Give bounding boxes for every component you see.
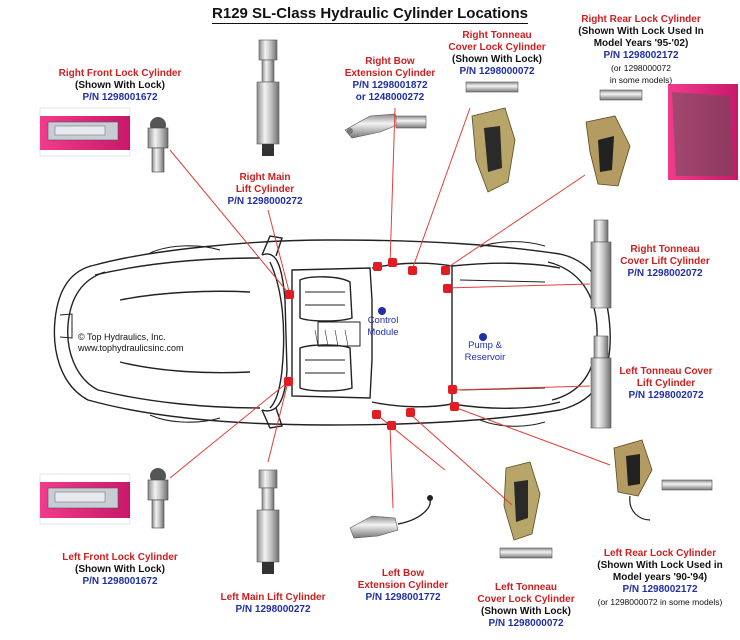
module-text: Module [367,327,399,338]
website-text: www.tophydraulicsinc.com [78,343,184,353]
left-rear-lock-photo [613,439,713,521]
part-number-alt: (or 1298000072 [610,63,672,73]
part-number-alt: in some models) [609,75,673,85]
part-name: Extension Cylinder [357,580,449,591]
left-front-lock-photo [39,468,169,529]
part-name: Cover Lock Cylinder [448,42,546,53]
right-tonneau-lock-photo [465,81,519,193]
label-right-rear-lock: Right Rear Lock Cylinder (Shown With Loc… [556,14,726,86]
right-tonneau-lift-photo [590,219,612,309]
label-left-front-lock: Left Front Lock Cylinder (Shown With Loc… [30,552,210,588]
marker-right-bow-a [373,262,382,271]
part-name: Right Front Lock Cylinder [58,68,182,79]
part-note: Model Years '95-'02) [593,38,689,49]
control-module-dot [378,307,386,315]
copyright-block: © Top Hydraulics, Inc. www.tophydraulics… [78,332,184,354]
part-name: Cover Lock Cylinder [477,594,575,605]
part-number: P/N 1298001872 [352,80,428,91]
marker-left-bow [372,410,381,419]
part-number-alt: or 1248000272 [355,92,425,103]
label-left-tonneau-lock: Left Tonneau Cover Lock Cylinder (Shown … [466,582,586,630]
part-name: Right Tonneau [630,244,700,255]
right-bow-extension-photo [344,113,427,139]
module-text: Control [367,315,399,326]
part-name: Cover Lift Cylinder [620,256,710,267]
part-name: Left Tonneau [494,582,558,593]
part-number: P/N 1298001672 [82,576,158,587]
label-right-tonneau-lock: Right Tonneau Cover Lock Cylinder (Shown… [432,30,562,78]
part-number: P/N 1298002172 [622,584,698,595]
part-number: P/N 1298000072 [488,618,564,629]
marker-right-tonneau-lock [408,266,417,275]
part-name: Lift Cylinder [636,378,696,389]
marker-right-main [285,290,294,299]
left-tonneau-lock-photo [499,461,553,559]
copyright-text: © Top Hydraulics, Inc. [78,332,166,342]
part-name: Right Bow [365,56,415,67]
part-name: Left Front Lock Cylinder [62,552,178,563]
label-left-rear-lock: Left Rear Lock Cylinder (Shown With Lock… [584,548,736,608]
part-number: P/N 1298001672 [82,92,158,103]
label-control-module: Control Module [350,315,416,339]
part-name: Right Main [239,172,291,183]
part-number: P/N 1298002072 [628,390,704,401]
part-name: Lift Cylinder [235,184,295,195]
part-name: Left Tonneau Cover [619,366,713,377]
part-number-alt: (or 1298000072 in some models) [597,597,723,607]
marker-left-rear-lock [450,402,459,411]
part-number: P/N 1298002072 [627,268,703,279]
left-bow-extension-photo [349,495,433,539]
label-right-bow-extension: Right Bow Extension Cylinder P/N 1298001… [330,56,450,104]
right-main-lift-cylinder-photo [256,39,280,156]
part-number: P/N 1298001772 [365,592,441,603]
module-text: Pump & [468,340,502,351]
part-note: (Shown With Lock Used in [597,560,723,571]
label-right-main-lift: Right Main Lift Cylinder P/N 1298000272 [205,172,325,208]
marker-right-tonneau-lift [443,284,452,293]
module-text: Reservoir [464,352,506,363]
part-note: Model years '90-'94) [612,572,708,583]
part-name: Left Bow [381,568,425,579]
part-note: (Shown With Lock) [481,606,571,617]
marker-right-bow-b [388,258,397,267]
part-note: (Shown With Lock Used In [578,26,704,37]
diagram-title: R129 SL-Class Hydraulic Cylinder Locatio… [212,5,528,24]
left-tonneau-lift-photo [590,335,612,429]
part-name: Right Rear Lock Cylinder [581,14,701,25]
part-name: Right Tonneau [462,30,532,41]
marker-left-tonneau-lift [448,385,457,394]
right-rear-lock-photo [585,84,738,187]
right-front-lock-photo [39,107,195,174]
label-left-bow-extension: Left Bow Extension Cylinder P/N 12980017… [338,568,468,604]
part-note: (Shown With Lock) [75,80,165,91]
part-name: Left Main Lift Cylinder [220,592,326,603]
label-pump-reservoir: Pump & Reservoir [452,340,518,364]
part-number: P/N 1298000272 [227,196,303,207]
marker-left-main [284,377,293,386]
part-note: (Shown With Lock) [452,54,542,65]
part-note: (Shown With Lock) [75,564,165,575]
cylinder-markers [284,258,459,430]
marker-right-rear-lock [441,266,450,275]
marker-left-bow-b [387,421,396,430]
leader-lines [169,107,611,509]
part-name: Extension Cylinder [344,68,436,79]
left-main-lift-cylinder-photo [256,469,280,574]
part-name: Left Rear Lock Cylinder [603,548,717,559]
label-left-main-lift: Left Main Lift Cylinder P/N 1298000272 [198,592,348,616]
pump-reservoir-dot [479,333,487,341]
part-number: P/N 1298000072 [459,66,535,77]
label-left-tonneau-lift: Left Tonneau Cover Lift Cylinder P/N 129… [598,366,734,402]
label-right-front-lock: Right Front Lock Cylinder (Shown With Lo… [30,68,210,104]
marker-left-tonneau-lock [406,408,415,417]
car-outline [53,235,611,429]
label-right-tonneau-lift: Right Tonneau Cover Lift Cylinder P/N 12… [600,244,730,280]
part-number: P/N 1298002172 [603,50,679,61]
part-number: P/N 1298000272 [235,604,311,615]
